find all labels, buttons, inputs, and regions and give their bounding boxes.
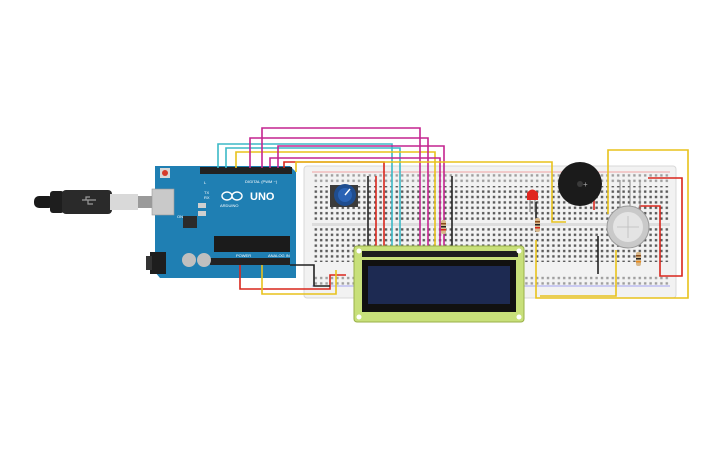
buzzer-icon [558,162,602,206]
wires[interactable] [217,127,689,299]
l-label: L [204,180,207,185]
usb-cable[interactable] [34,190,154,214]
svg-text:+: + [583,180,588,189]
arduino-logo-icon [221,191,243,201]
reset-button[interactable] [162,170,168,176]
arduino-uno-board[interactable]: UNO ARDUINO DIGITAL (PWM ~) POWER ANALOG… [146,166,296,278]
rx-label: RX [204,195,210,200]
analog-label: ANALOG IN [268,253,290,258]
resistor-3[interactable] [636,252,641,266]
uno-label: UNO [250,191,275,203]
resistor-2[interactable] [535,218,540,232]
red-led[interactable] [527,189,538,213]
sensor-icon [606,205,650,249]
piezo-buzzer[interactable]: + [558,162,602,206]
potentiometer[interactable] [330,184,358,207]
tx-label: TX [204,190,209,195]
lcd-display[interactable] [353,245,525,323]
digital-label: DIGITAL (PWM ~) [245,179,278,184]
on-label: ON [177,214,183,219]
knob-icon [334,184,356,206]
resistor-1[interactable] [441,220,446,234]
gas-sensor[interactable] [606,180,650,249]
usb-plug-icon [82,196,96,205]
power-label: POWER [236,253,251,258]
arduino-brand-label: ARDUINO [220,203,238,208]
